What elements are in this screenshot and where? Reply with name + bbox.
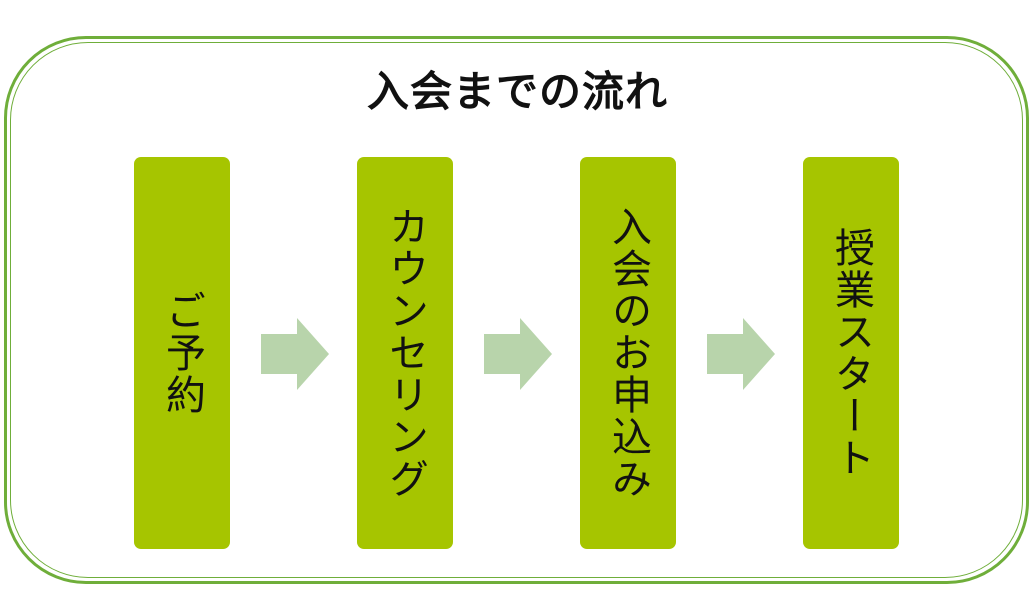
flow-frame: [4, 36, 1029, 584]
step-class-start: 授業スタート: [803, 157, 899, 549]
step-label: ご予約: [159, 290, 205, 416]
step-label: 授業スタート: [828, 227, 874, 479]
step-label: 入会のお申込み: [605, 206, 651, 500]
arrow-right-icon: [707, 318, 775, 390]
arrow-right-icon: [261, 318, 329, 390]
step-reservation: ご予約: [134, 157, 230, 549]
step-counseling: カウンセリング: [357, 157, 453, 549]
step-label: カウンセリング: [382, 206, 428, 500]
flow-title: 入会までの流れ: [366, 67, 668, 116]
arrow-right-icon: [484, 318, 552, 390]
step-application: 入会のお申込み: [580, 157, 676, 549]
